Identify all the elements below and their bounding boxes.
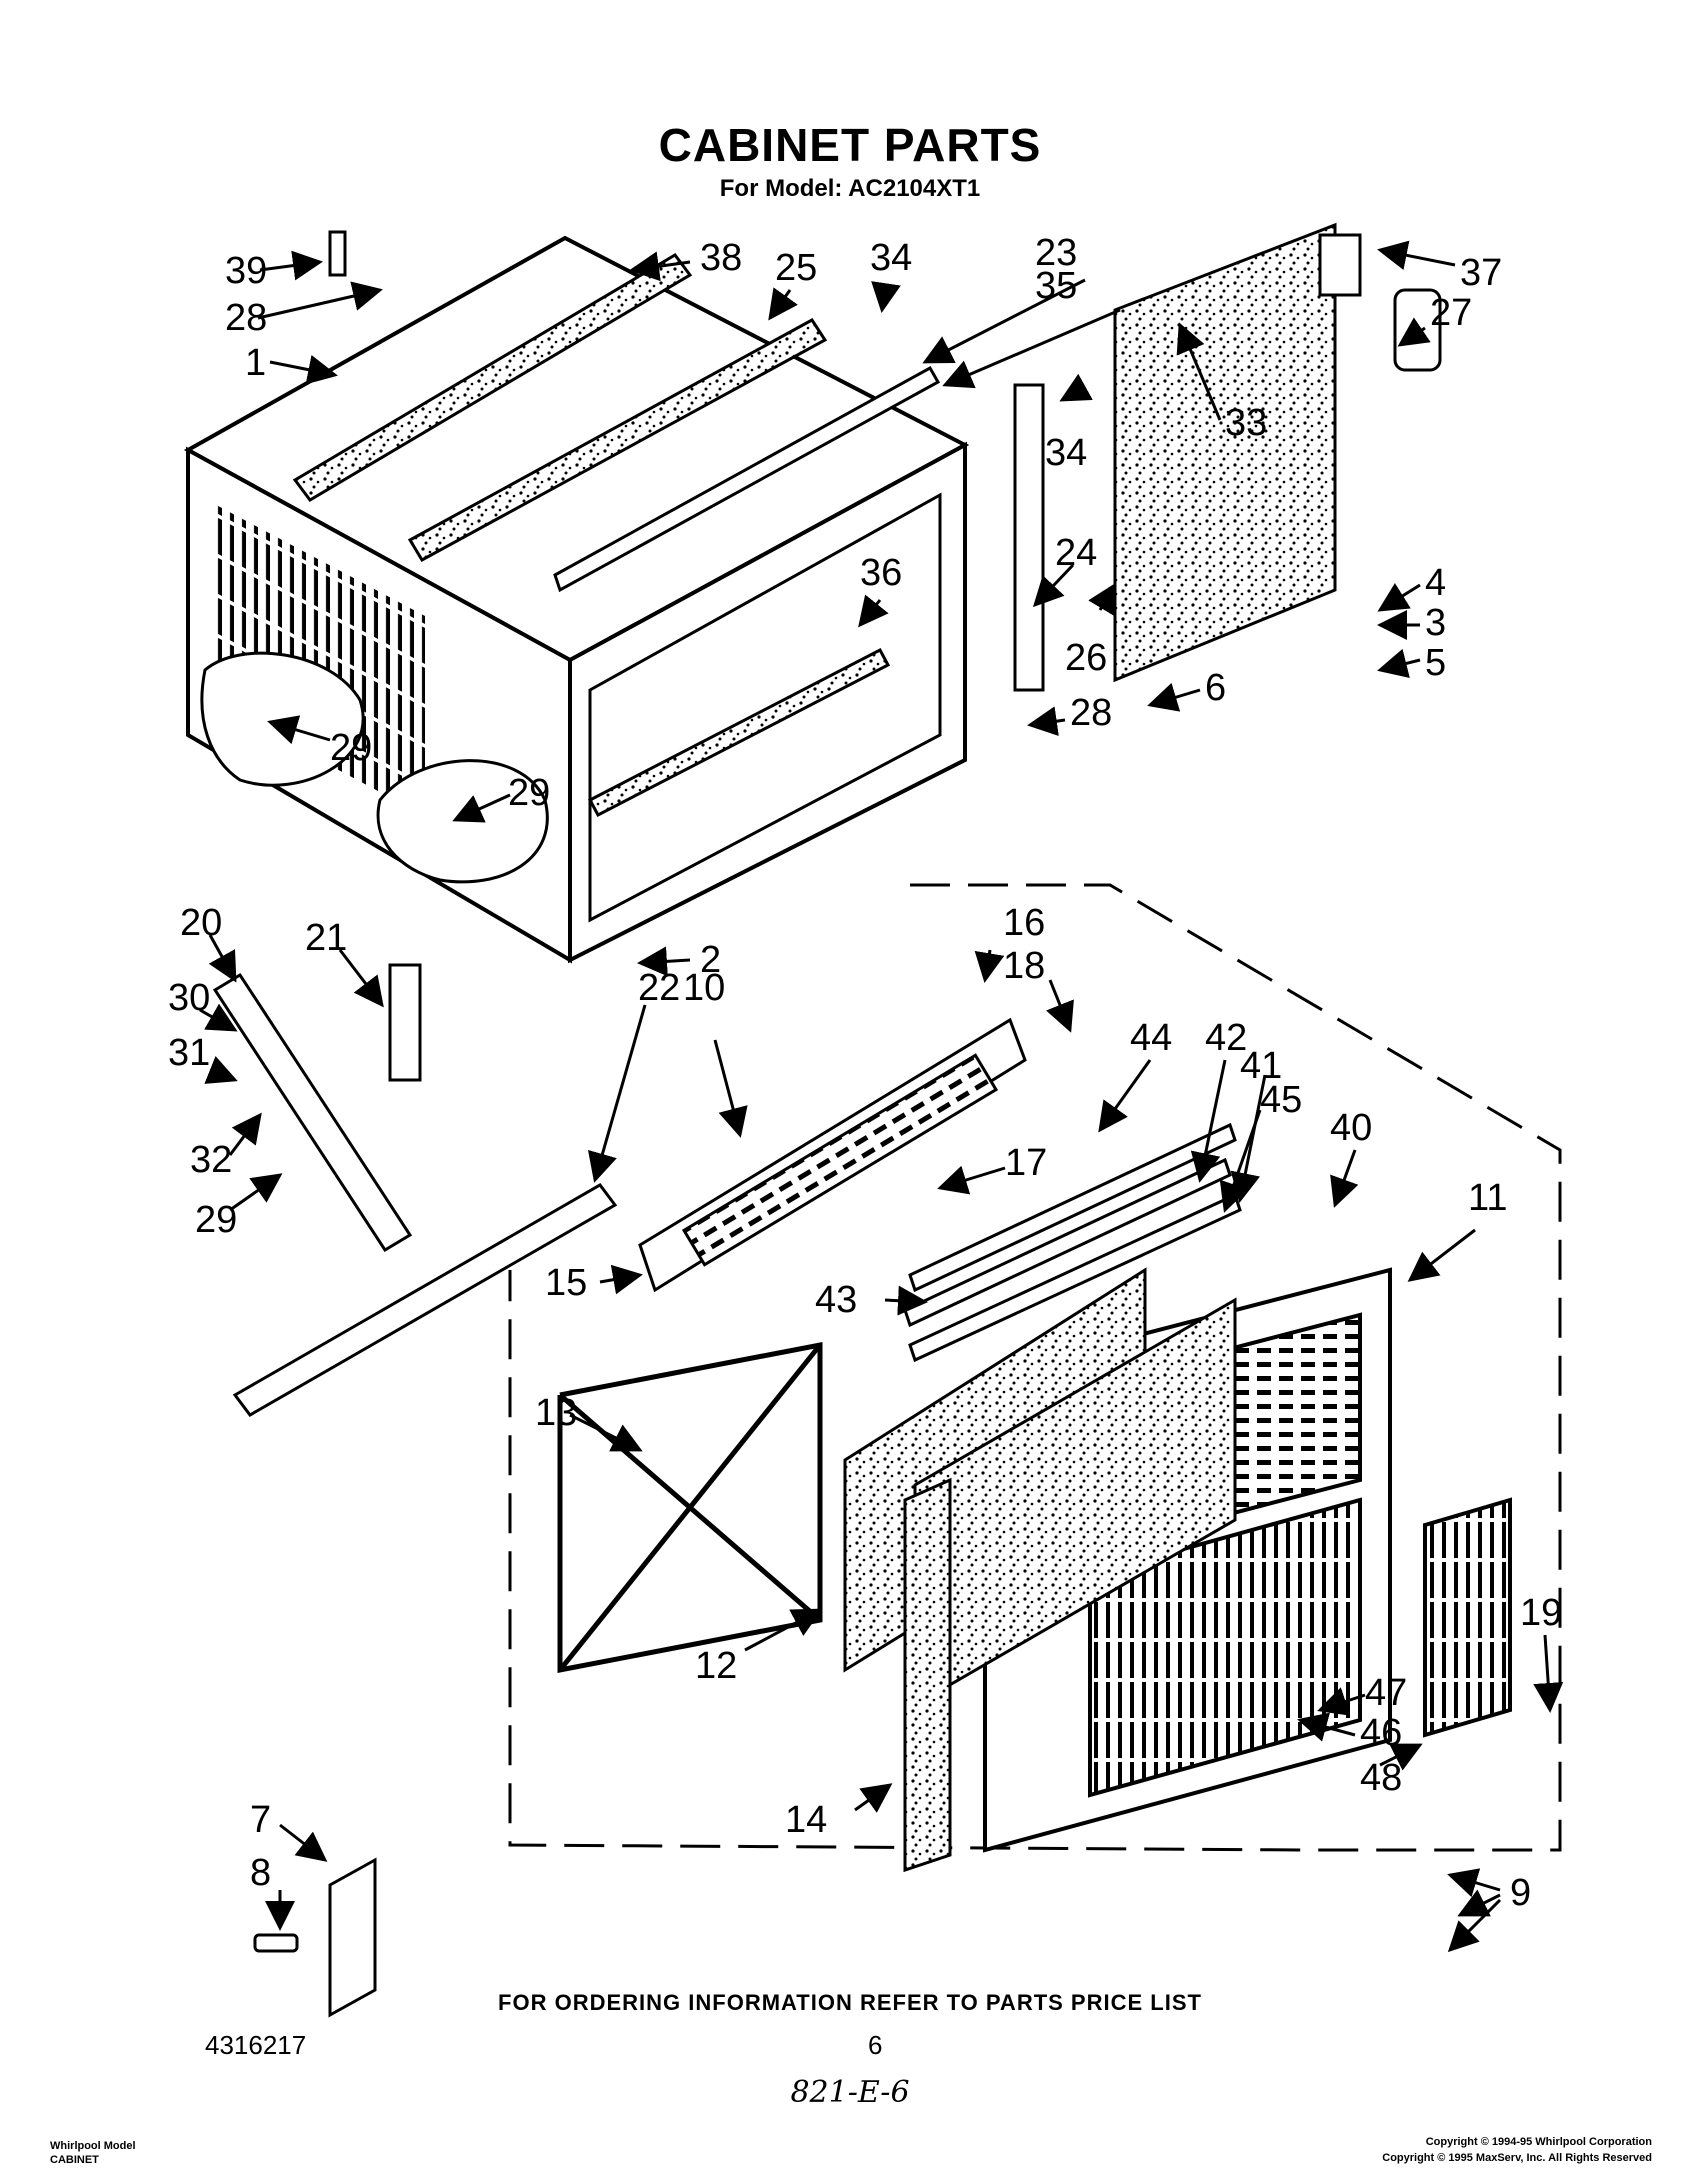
callout-label: 25 bbox=[775, 247, 817, 289]
callout-label: 5 bbox=[1425, 642, 1446, 684]
callout-label: 28 bbox=[1070, 692, 1112, 734]
callout-label: 24 bbox=[1055, 532, 1097, 574]
callout-label: 23 bbox=[1035, 232, 1077, 274]
callout-label: 39 bbox=[225, 250, 267, 292]
brand-line: Whirlpool Model bbox=[50, 2140, 136, 2152]
callout-label: 12 bbox=[695, 1645, 737, 1687]
callout-label: 34 bbox=[1045, 432, 1087, 474]
callout-label: 4 bbox=[1425, 562, 1446, 604]
cabinet-shell bbox=[183, 235, 970, 964]
callout-label: 26 bbox=[1065, 637, 1107, 679]
copyright-line-2: Copyright © 1995 MaxServ, Inc. All Right… bbox=[1382, 2152, 1652, 2164]
callout-label: 38 bbox=[700, 237, 742, 279]
callout-label: 46 bbox=[1360, 1712, 1402, 1754]
callout-label: 3 bbox=[1425, 602, 1446, 644]
page-number: 6 bbox=[868, 2030, 883, 2060]
callout-label: 18 bbox=[1003, 945, 1045, 987]
callout-label: 8 bbox=[250, 1852, 271, 1894]
ordering-note: FOR ORDERING INFORMATION REFER TO PARTS … bbox=[498, 1990, 1202, 2015]
callout-label: 37 bbox=[1460, 252, 1502, 294]
callout-label: 28 bbox=[225, 297, 267, 339]
model-subtitle: For Model: AC2104XT1 bbox=[719, 175, 981, 202]
callout-label: 22 bbox=[638, 967, 680, 1009]
callout-label: 32 bbox=[190, 1139, 232, 1181]
callout-label: 6 bbox=[1205, 667, 1226, 709]
callout-label: 1 bbox=[245, 342, 266, 384]
control-panel bbox=[638, 1017, 1027, 1293]
callout-label: 14 bbox=[785, 1799, 827, 1841]
callout-label: 17 bbox=[1005, 1142, 1047, 1184]
filter-panels bbox=[843, 1267, 1237, 1873]
mounting-plate bbox=[253, 1857, 377, 2018]
callout-label: 31 bbox=[168, 1032, 210, 1074]
callout-label: 42 bbox=[1205, 1017, 1247, 1059]
support-wire bbox=[557, 1341, 823, 1674]
callout-label: 11 bbox=[1468, 1177, 1507, 1219]
callout-label: 35 bbox=[1035, 265, 1077, 307]
part-number: 4316217 bbox=[205, 2030, 307, 2060]
callout-label: 9 bbox=[1510, 1872, 1531, 1914]
callout-label: 19 bbox=[1520, 1592, 1562, 1634]
section-line: CABINET bbox=[50, 2154, 99, 2166]
callout-label: 30 bbox=[168, 977, 210, 1019]
callout-label: 48 bbox=[1360, 1757, 1402, 1799]
callout-label: 45 bbox=[1260, 1079, 1302, 1121]
callout-label: 43 bbox=[815, 1279, 857, 1321]
callout-label: 29 bbox=[195, 1199, 237, 1241]
mounting-brackets bbox=[212, 230, 618, 1417]
callout-label: 29 bbox=[508, 772, 550, 814]
top-rails bbox=[292, 253, 941, 818]
callout-label: 44 bbox=[1130, 1017, 1172, 1059]
callout-label: 36 bbox=[860, 552, 902, 594]
callout-label: 21 bbox=[305, 917, 347, 959]
callout-label: 47 bbox=[1365, 1672, 1407, 1714]
bracket-frame-dashed bbox=[508, 883, 1562, 1852]
callout-label: 29 bbox=[330, 727, 372, 769]
callout-label: 33 bbox=[1225, 402, 1267, 444]
callout-label: 7 bbox=[250, 1799, 271, 1841]
callout-labels: 39 28 1 38 25 34 23 35 37 27 33 34 24 26… bbox=[168, 232, 1562, 1914]
callout-label: 16 bbox=[1003, 902, 1045, 944]
callout-label: 40 bbox=[1330, 1107, 1372, 1149]
callout-label: 20 bbox=[180, 902, 222, 944]
diagram-title: CABINET PARTS bbox=[658, 119, 1042, 171]
callout-label: 15 bbox=[545, 1262, 587, 1304]
callout-label: 10 bbox=[683, 967, 725, 1009]
filter-rails bbox=[903, 1122, 1242, 1363]
callout-label: 2 bbox=[700, 939, 721, 981]
copyright-line-1: Copyright © 1994-95 Whirlpool Corporatio… bbox=[1425, 2136, 1652, 2148]
leader-lines bbox=[199, 240, 1564, 1953]
callout-label: 13 bbox=[535, 1392, 577, 1434]
callout-label: 27 bbox=[1430, 292, 1472, 334]
callout-label: 34 bbox=[870, 237, 912, 279]
callout-label: 41 bbox=[1240, 1045, 1282, 1087]
side-gasket bbox=[1013, 222, 1442, 692]
handwritten-code: 821-E-6 bbox=[790, 2075, 910, 2110]
